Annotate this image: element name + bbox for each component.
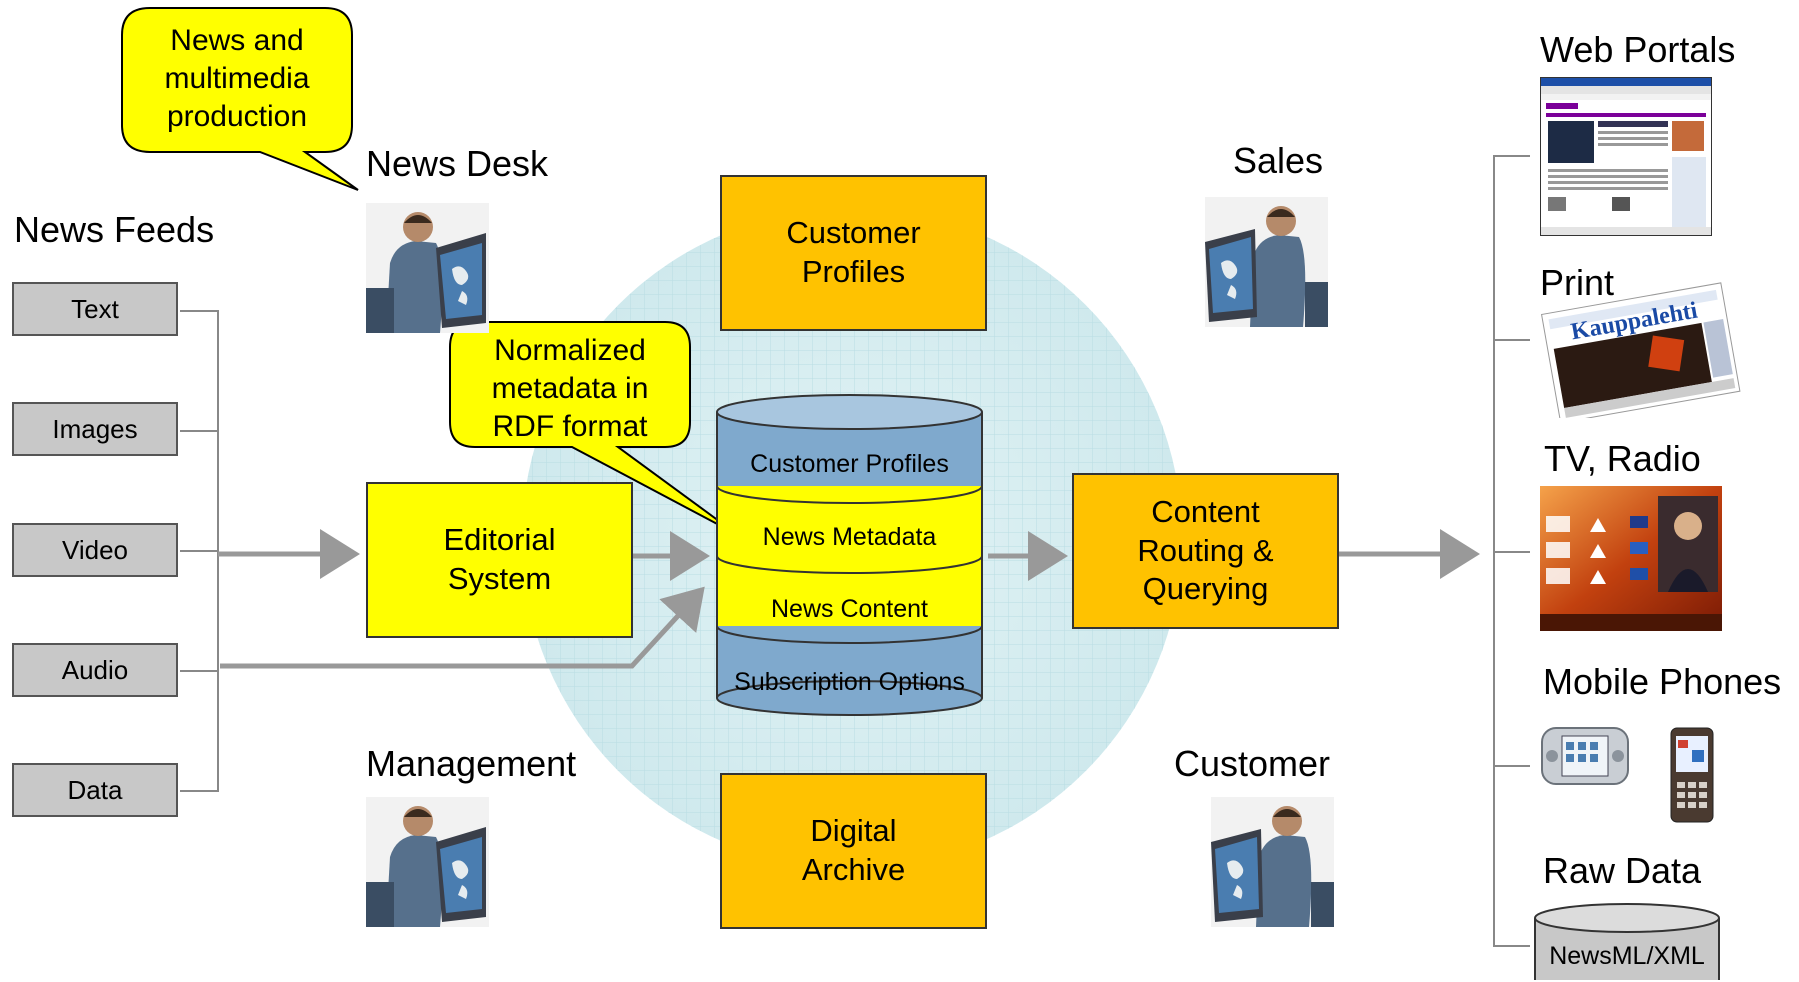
output-web-portals-label: Web Portals <box>1540 29 1736 70</box>
customer-profiles-box: Customer Profiles <box>720 175 987 331</box>
person-photo-management <box>366 797 489 927</box>
callout-metadata <box>449 321 739 536</box>
person-photo-customer <box>1211 797 1334 927</box>
central-database <box>716 394 983 716</box>
output-tv-radio-label: TV, Radio <box>1544 438 1701 479</box>
db-layer-news-content: News Content <box>770 595 929 623</box>
flow-arrows <box>218 529 1480 669</box>
news-feeds-title: News Feeds <box>14 209 215 250</box>
content-routing-box: Content Routing & Querying <box>1072 473 1339 629</box>
db-layer-news-metadata: News Metadata <box>762 523 937 551</box>
db-layer-subscription-options: Subscription Options <box>734 668 965 696</box>
feed-video: Video <box>12 523 178 577</box>
output-raw-data-label: Raw Data <box>1543 850 1702 891</box>
feed-images: Images <box>12 402 178 456</box>
role-management-label: Management <box>366 743 577 784</box>
outputs-bracket <box>1493 155 1530 947</box>
callout-production <box>121 7 359 191</box>
feed-data: Data <box>12 763 178 817</box>
newspaper-print-image: Kauppalehti <box>1540 282 1741 418</box>
output-print-label: Print <box>1540 262 1615 303</box>
tv-broadcast-image <box>1540 486 1722 631</box>
mobile-phone-image <box>1670 727 1714 823</box>
raw-data-cylinder-label: NewsML/XML <box>1549 942 1705 970</box>
person-photo-sales <box>1205 197 1328 327</box>
web-portal-screenshot <box>1540 77 1712 236</box>
db-layer-customer-profiles: Customer Profiles <box>750 450 949 478</box>
role-sales-label: Sales <box>1233 140 1324 181</box>
callout-metadata-text: Normalized metadata in RDF format <box>491 334 649 444</box>
arrow-audio-to-db <box>220 586 705 669</box>
role-customer-label: Customer <box>1174 743 1331 784</box>
person-photo-news-desk <box>366 203 489 333</box>
output-mobile-phones-label: Mobile Phones <box>1543 661 1782 702</box>
feeds-bracket <box>180 310 219 792</box>
feed-audio: Audio <box>12 643 178 697</box>
feed-text: Text <box>12 282 178 336</box>
editorial-system-box: Editorial System <box>366 482 633 638</box>
callout-production-text: News and multimedia production <box>164 24 310 134</box>
communicator-phone-image <box>1541 727 1629 785</box>
role-news-desk-label: News Desk <box>366 143 549 184</box>
raw-data-cylinder <box>1534 903 1720 980</box>
digital-archive-box: Digital Archive <box>720 773 987 929</box>
